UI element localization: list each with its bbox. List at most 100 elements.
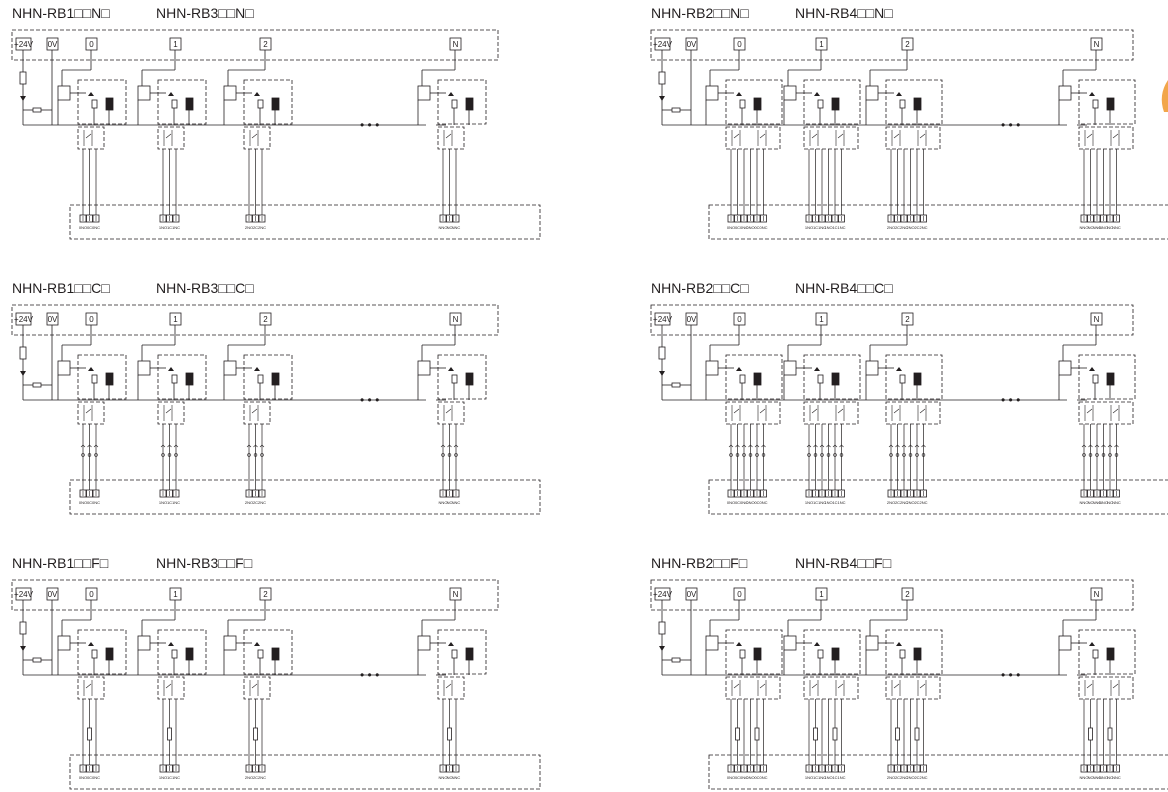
wire	[165, 683, 172, 689]
bus-terminal-6	[449, 37, 462, 51]
relay-module-0	[705, 600, 783, 765]
output-terminal-label: NC	[1107, 775, 1113, 780]
led-icon	[88, 92, 94, 96]
coil-icon	[271, 647, 280, 661]
relay-enclosure	[157, 79, 207, 125]
bus-terminal-6	[1090, 37, 1103, 51]
optocoupler-icon	[137, 635, 151, 651]
output-terminal-label: 2C	[914, 775, 919, 780]
wire	[1112, 133, 1119, 139]
relay-enclosure	[885, 354, 943, 400]
relay-module-0	[57, 325, 127, 490]
output-terminal-label: 1C	[167, 775, 172, 780]
capacitor-icon	[174, 453, 178, 457]
bus-terminal-label: 1	[173, 315, 178, 324]
varistor-icon	[888, 444, 894, 448]
relay-module-2	[223, 325, 293, 490]
bus-terminal-label: 1	[819, 40, 824, 49]
relay-enclosure	[725, 354, 783, 400]
diode-icon	[659, 96, 665, 101]
contact-enclosure	[1078, 401, 1134, 425]
output-terminal-label: 1C	[167, 500, 172, 505]
output-terminal-label: 2NO	[245, 775, 253, 780]
bus-terminal-1	[15, 587, 32, 601]
bus-enclosure	[11, 304, 499, 336]
output-terminal-label: 0NO	[746, 500, 754, 505]
coil-icon	[1106, 97, 1115, 111]
wire	[919, 683, 926, 689]
bus-enclosure	[650, 29, 1134, 61]
contact-enclosure	[725, 126, 781, 150]
optocoupler-icon	[865, 85, 879, 101]
resistor-icon	[32, 107, 42, 113]
wire	[837, 133, 844, 139]
capacitor-icon	[839, 453, 844, 457]
varistor-icon	[160, 444, 166, 448]
led-icon	[1089, 642, 1095, 646]
output-terminal-label: 1NC	[172, 775, 180, 780]
output-terminal-label: 1NC	[837, 225, 845, 230]
terminal-block-enclosure	[708, 479, 1168, 515]
wire	[165, 133, 172, 139]
capacitor-icon	[820, 453, 824, 457]
terminal-block-enclosure	[708, 204, 1168, 240]
output-terminal-label: NNO	[439, 500, 448, 505]
output-terminal-label: 2NC	[900, 500, 908, 505]
varistor-icon	[447, 444, 452, 448]
output-terminal-label: 0NC	[759, 775, 767, 780]
resistor-icon	[91, 374, 98, 384]
fuse-icon	[447, 727, 452, 741]
coil-icon	[271, 372, 280, 386]
bus-terminal-1	[654, 37, 671, 51]
bus-terminal-3	[85, 587, 98, 601]
output-terminal-label: NNO	[439, 775, 448, 780]
resistor-icon	[899, 374, 906, 384]
wire	[919, 133, 926, 139]
panel-title-b: NHN-RB4□□N□	[795, 5, 893, 21]
output-terminal-label: 1C	[832, 775, 837, 780]
contact-enclosure	[157, 126, 185, 150]
panel-title-b: NHN-RB3□□C□	[156, 280, 254, 296]
fuse-icon	[735, 727, 740, 741]
coil-icon	[105, 372, 114, 386]
varistor-icon	[80, 444, 86, 448]
bus-terminal-3	[85, 312, 98, 326]
wire	[445, 408, 452, 414]
bus-terminal-label: 1	[173, 40, 178, 49]
panel-title-a: NHN-RB2□□F□	[651, 555, 748, 571]
output-terminal-label: 0NC	[759, 225, 767, 230]
capacitor-icon	[761, 453, 766, 457]
bus-terminal-label: +24V	[14, 40, 34, 49]
coil-icon	[465, 647, 474, 661]
bus-terminal-label: 0	[737, 315, 742, 324]
led-icon	[88, 642, 94, 646]
bus-terminal-6	[1090, 587, 1103, 601]
panel-title-b: NHN-RB4□□C□	[795, 280, 893, 296]
wire	[893, 133, 900, 139]
fuse-icon	[658, 71, 666, 85]
optocoupler-icon	[1058, 635, 1072, 651]
relay-enclosure	[157, 354, 207, 400]
relay-enclosure	[803, 629, 861, 675]
relay-module-3	[1058, 600, 1136, 765]
relay-module-0	[57, 600, 127, 765]
output-terminal-label: NNO	[1099, 500, 1108, 505]
optocoupler-icon	[57, 85, 71, 101]
fuse-icon	[813, 727, 818, 741]
optocoupler-icon	[223, 360, 237, 376]
bus-enclosure	[650, 304, 1134, 336]
contact-enclosure	[803, 401, 859, 425]
capacitor-icon	[247, 453, 251, 457]
relay-module-2	[865, 600, 943, 765]
contact-enclosure	[157, 401, 185, 425]
bus-terminal-5	[901, 37, 914, 51]
bus-terminal-label: N	[1094, 40, 1100, 49]
optocoupler-icon	[705, 635, 719, 651]
output-terminal-label: 1NC	[818, 775, 826, 780]
led-icon	[168, 92, 174, 96]
ellipsis-text: • • •	[360, 393, 379, 407]
capacitor-icon	[167, 453, 172, 457]
diode-icon	[20, 96, 26, 101]
capacitor-icon	[1108, 453, 1112, 457]
